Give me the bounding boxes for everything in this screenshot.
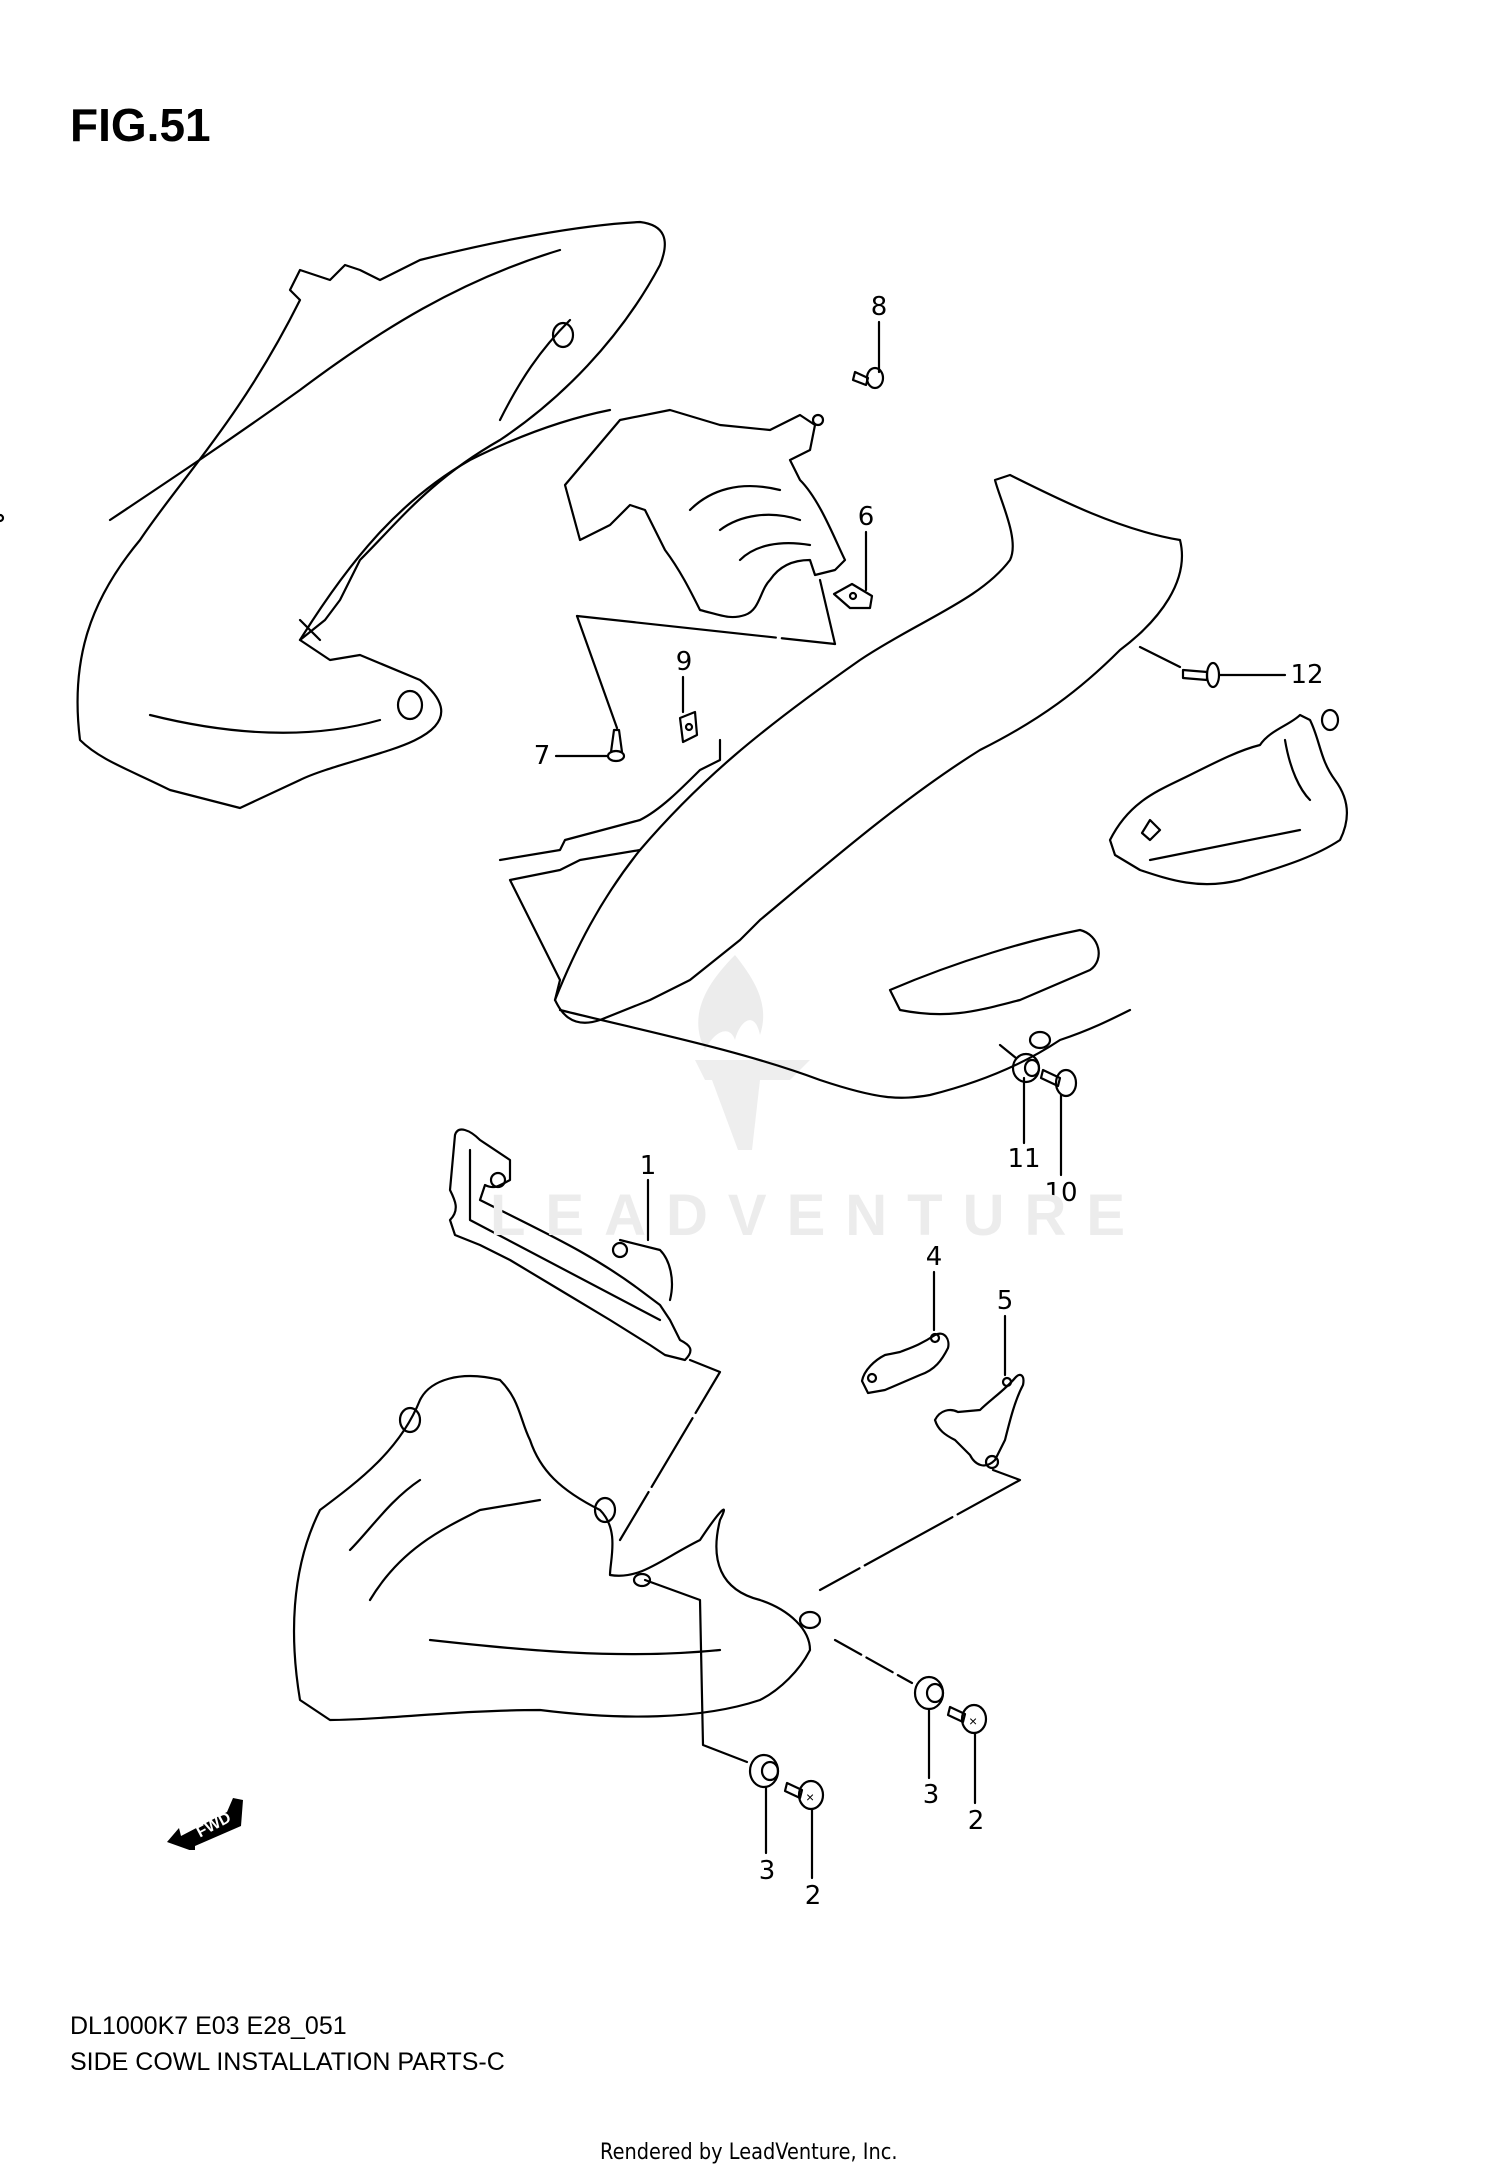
lower-side-cowl[interactable]	[292, 1375, 822, 1722]
callout-7[interactable]: 7	[533, 741, 551, 771]
watermark-text: LEADVENTURE	[490, 1183, 1146, 1248]
bracket-5[interactable]	[933, 1314, 1025, 1470]
grommet-3-upper[interactable]	[913, 1675, 945, 1711]
screw-2-lower[interactable]: ×	[783, 1779, 825, 1811]
svg-text:×: ×	[806, 1789, 814, 1805]
callout-2[interactable]: 2	[967, 1806, 985, 1836]
callout-2[interactable]: 2	[804, 1881, 822, 1911]
callout-11[interactable]: 11	[1007, 1144, 1041, 1174]
callout-9[interactable]: 9	[675, 647, 693, 677]
screw-7[interactable]	[606, 728, 626, 763]
nut-clip-9[interactable]	[678, 710, 699, 744]
render-credit: Rendered by LeadVenture, Inc.	[600, 2140, 898, 2165]
callout-3[interactable]: 3	[758, 1856, 776, 1886]
flame-v-logo-icon	[695, 955, 810, 1150]
callout-12[interactable]: 12	[1290, 660, 1324, 690]
model-code: DL1000K7 E03 E28_051	[70, 2012, 347, 2040]
callout-3[interactable]: 3	[922, 1780, 940, 1810]
screw-2-upper[interactable]: ×	[946, 1703, 988, 1735]
figure-title: FIG.51	[70, 99, 211, 151]
grommet-3-lower[interactable]	[748, 1753, 780, 1789]
screw-10[interactable]	[1039, 1068, 1078, 1098]
forward-arrow-icon: FWD	[167, 1798, 243, 1850]
screw-12[interactable]	[1181, 661, 1221, 689]
inner-cover-right[interactable]	[1108, 708, 1349, 886]
inner-cover-upper[interactable]	[0, 408, 847, 619]
screw-8[interactable]	[851, 366, 885, 390]
cowl-bracket-1[interactable]	[448, 1128, 692, 1362]
section-title: SIDE COWL INSTALLATION PARTS-C	[70, 2048, 505, 2076]
middle-side-cowl[interactable]	[498, 473, 1183, 1099]
upper-side-cowl-left[interactable]	[76, 220, 666, 810]
nut-clip-6[interactable]	[832, 582, 874, 610]
grommet-11[interactable]	[1011, 1052, 1041, 1084]
callout-5[interactable]: 5	[996, 1286, 1014, 1316]
callout-10[interactable]: 10	[1044, 1178, 1078, 1208]
callout-4[interactable]: 4	[925, 1242, 943, 1272]
callout-6[interactable]: 6	[857, 502, 875, 532]
callout-8[interactable]: 8	[870, 292, 888, 322]
svg-text:×: ×	[969, 1713, 977, 1729]
bracket-4[interactable]	[860, 1270, 950, 1395]
callout-1[interactable]: 1	[639, 1151, 657, 1181]
